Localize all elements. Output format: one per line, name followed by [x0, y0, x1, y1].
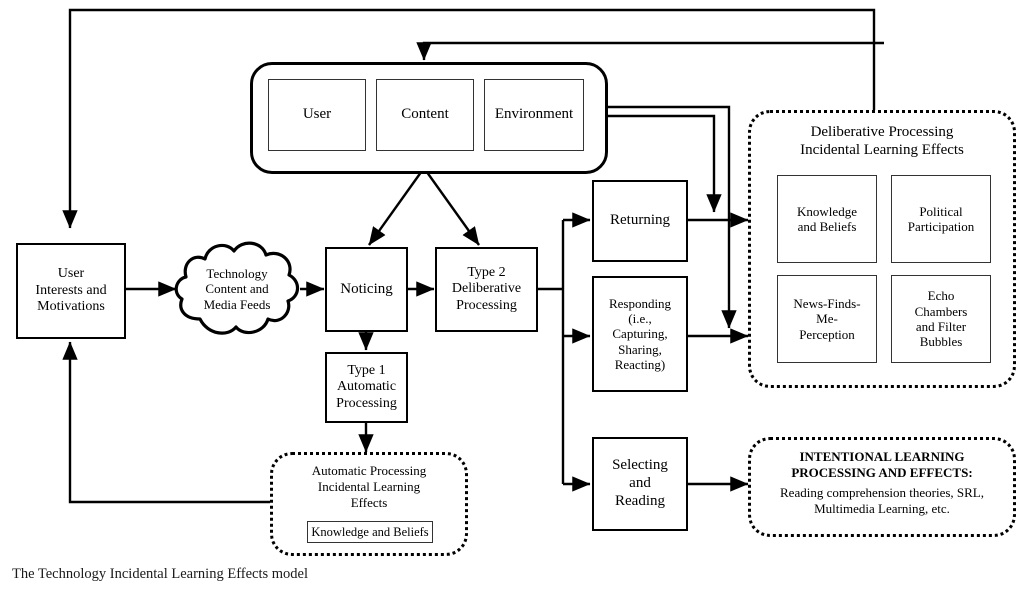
- responding-line-2: (i.e.,: [628, 311, 652, 326]
- selecting-and-reading-box[interactable]: Selecting and Reading: [592, 437, 688, 531]
- user-interests-box[interactable]: User Interests and Motivations: [16, 243, 126, 339]
- wire-automatic-to-user-interests: [62, 341, 270, 504]
- automatic-effects-title: Automatic Processing Incidental Learning…: [273, 463, 465, 511]
- selecting-line-1: Selecting: [612, 457, 668, 474]
- item-political-line-1: Political: [919, 203, 963, 219]
- automatic-effects-item-knowledge-and-beliefs[interactable]: Knowledge and Beliefs: [307, 521, 433, 543]
- item-knowledge-line-1: Knowledge: [797, 203, 857, 219]
- deliberative-effects-item-knowledge-and-beliefs[interactable]: Knowledge and Beliefs: [777, 175, 877, 263]
- automatic-effects-title-line-1: Automatic Processing: [311, 463, 427, 478]
- technology-cloud-line-3: Media Feeds: [203, 296, 271, 312]
- deliberative-effects-title: Deliberative Processing Incidental Learn…: [751, 123, 1013, 160]
- wire-feedback-into-context: [416, 41, 884, 61]
- user-interests-line-1: User: [57, 266, 85, 282]
- context-box-environment[interactable]: Environment: [484, 79, 584, 151]
- intentional-heading-line-2: PROCESSING AND EFFECTS:: [791, 464, 973, 480]
- item-political-line-2: Participation: [907, 219, 975, 234]
- intentional-learning-group: INTENTIONAL LEARNING PROCESSING AND EFFE…: [748, 437, 1016, 537]
- intentional-body-line-1: Reading comprehension theories, SRL,: [780, 485, 984, 500]
- wire-context-to-type2: [423, 167, 480, 246]
- intentional-learning-body: Reading comprehension theories, SRL, Mul…: [751, 485, 1013, 517]
- intentional-learning-heading: INTENTIONAL LEARNING PROCESSING AND EFFE…: [751, 449, 1013, 481]
- selecting-line-3: Reading: [615, 492, 665, 509]
- type2-line-2: Deliberative: [451, 281, 522, 297]
- user-interests-line-3: Motivations: [37, 299, 105, 315]
- automatic-effects-title-line-2: Incidental Learning: [317, 478, 421, 494]
- item-echo-line-3: and Filter: [915, 319, 967, 334]
- technology-cloud[interactable]: Technology Content and Media Feeds: [170, 235, 304, 343]
- user-interests-line-2: Interests and: [35, 282, 107, 298]
- technology-cloud-line-1: Technology: [206, 265, 268, 281]
- item-nfm-line-1: News-Finds-: [793, 296, 861, 311]
- responding-line-1: Responding: [608, 295, 672, 311]
- type1-line-3: Processing: [336, 395, 397, 411]
- responding-box[interactable]: Responding (i.e., Capturing, Sharing, Re…: [592, 276, 688, 392]
- automatic-processing-effects-group: Automatic Processing Incidental Learning…: [270, 452, 468, 556]
- item-nfm-line-3: Perception: [799, 326, 855, 342]
- item-echo-line-4: Bubbles: [919, 334, 963, 350]
- deliberative-processing-effects-group: Deliberative Processing Incidental Learn…: [748, 110, 1016, 388]
- deliberative-effects-item-echo-chambers-and-filter-bubbles[interactable]: Echo Chambers and Filter Bubbles: [891, 275, 991, 363]
- deliberative-effects-item-news-finds-me-perception[interactable]: News-Finds- Me- Perception: [777, 275, 877, 363]
- context-box-user[interactable]: User: [268, 79, 366, 151]
- figure-caption: The Technology Incidental Learning Effec…: [12, 566, 308, 582]
- cloud-icon: [174, 241, 300, 335]
- type1-line-1: Type 1: [347, 362, 386, 378]
- type1-automatic-processing-box[interactable]: Type 1 Automatic Processing: [325, 352, 408, 423]
- wire-context-to-noticing: [368, 167, 425, 246]
- responding-line-5: Reacting): [614, 356, 666, 372]
- noticing-box[interactable]: Noticing: [325, 247, 408, 332]
- context-box-content[interactable]: Content: [376, 79, 474, 151]
- intentional-body-line-2: Multimedia Learning, etc.: [814, 500, 950, 516]
- type2-line-1: Type 2: [467, 264, 506, 280]
- type1-line-2: Automatic: [336, 379, 397, 395]
- responding-line-4: Sharing,: [618, 341, 662, 357]
- technology-cloud-line-2: Content and: [205, 281, 269, 297]
- automatic-effects-title-line-3: Effects: [350, 494, 388, 510]
- item-echo-line-2: Chambers: [914, 303, 968, 319]
- item-nfm-line-2: Me-: [816, 311, 838, 327]
- item-echo-line-1: Echo: [927, 288, 955, 304]
- responding-line-3: Capturing,: [612, 326, 668, 342]
- deliberative-effects-item-political-participation[interactable]: Political Participation: [891, 175, 991, 263]
- selecting-line-2: and: [629, 475, 651, 492]
- type2-line-3: Processing: [456, 297, 517, 313]
- item-knowledge-line-2: and Beliefs: [797, 219, 857, 234]
- intentional-heading-line-1: INTENTIONAL LEARNING: [799, 449, 965, 464]
- type2-deliberative-processing-box[interactable]: Type 2 Deliberative Processing: [435, 247, 538, 332]
- deliberative-effects-title-line-1: Deliberative Processing: [810, 124, 954, 140]
- returning-box[interactable]: Returning: [592, 180, 688, 262]
- deliberative-effects-title-line-2: Incidental Learning Effects: [800, 142, 964, 159]
